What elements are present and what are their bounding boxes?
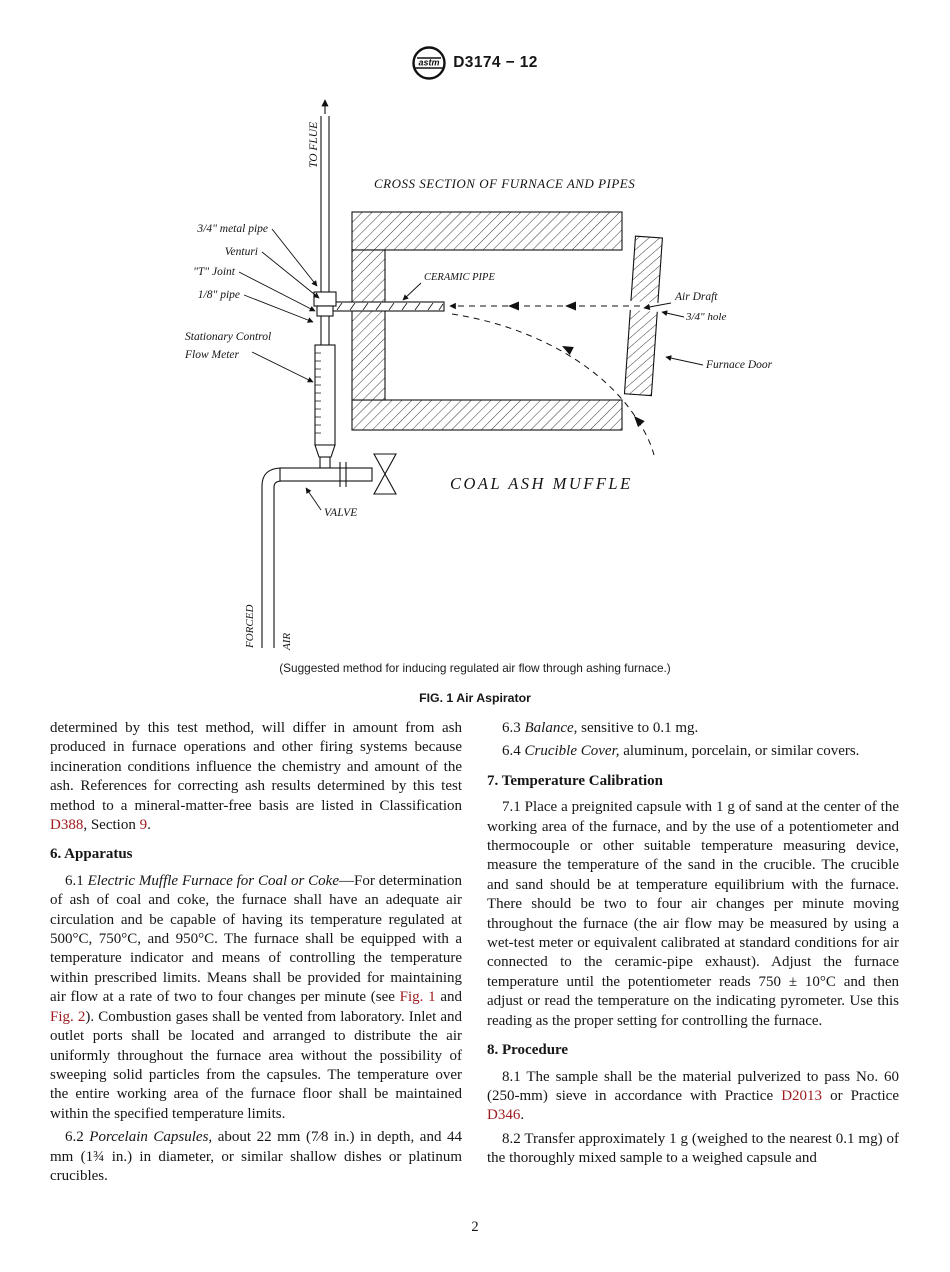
text-run: 8. Procedure bbox=[487, 1042, 569, 1059]
doc-link[interactable]: D2013 bbox=[781, 1087, 823, 1104]
doc-link[interactable]: D388 bbox=[50, 817, 84, 834]
text-run: or Practice bbox=[822, 1087, 899, 1104]
svg-text:astm: astm bbox=[419, 58, 440, 68]
paragraph: 8.2 Transfer approximately 1 g (weighed … bbox=[487, 1130, 899, 1169]
leader-lines bbox=[238, 228, 704, 511]
air-aspirator-figure: TO FLUE CROSS SECTION OF FURNACE AND PIP… bbox=[184, 99, 773, 651]
astm-logo-icon: astm bbox=[412, 46, 446, 80]
text-run: about 22 mm (7⁄8 in.) in depth, and 44 m… bbox=[50, 1129, 462, 1184]
label-coal-ash-muffle: COAL ASH MUFFLE bbox=[450, 474, 633, 493]
furnace-door bbox=[623, 235, 663, 397]
label-air: AIR bbox=[281, 633, 293, 651]
doc-link[interactable]: D346 bbox=[487, 1107, 521, 1124]
label-forced: FORCED bbox=[244, 605, 256, 649]
left-column: determined by this test method, will dif… bbox=[50, 719, 462, 1190]
paragraph: 6.4 Crucible Cover, aluminum, porcelain,… bbox=[487, 742, 899, 761]
figure-note: (Suggested method for inducing regulated… bbox=[279, 661, 671, 675]
airflow-arrowheads bbox=[508, 301, 645, 428]
doc-link[interactable]: Fig. 1 bbox=[399, 989, 436, 1006]
label-cross-section: CROSS SECTION OF FURNACE AND PIPES bbox=[374, 176, 635, 191]
text-run: determined by this test method, will dif… bbox=[50, 720, 462, 814]
text-run: —For determination of ash of coal and co… bbox=[50, 872, 462, 1006]
doc-header: astm D3174 − 12 bbox=[0, 46, 950, 80]
label-air-draft: Air Draft bbox=[674, 291, 718, 303]
doc-number: D3174 − 12 bbox=[453, 54, 538, 71]
paragraph: 8.1 The sample shall be the material pul… bbox=[487, 1068, 899, 1126]
paragraph: 6.3 Balance, sensitive to 0.1 mg. bbox=[487, 719, 899, 738]
text-run: , Section bbox=[83, 817, 140, 834]
label-venturi: Venturi bbox=[225, 246, 258, 258]
flow-meter bbox=[314, 344, 336, 469]
text-run: ). Combustion gases shall be vented from… bbox=[50, 1008, 462, 1122]
text-run: 6. Apparatus bbox=[50, 846, 133, 863]
label-ceramic-pipe: CERAMIC PIPE bbox=[424, 272, 495, 283]
text-run: 6.1 bbox=[65, 872, 88, 889]
label-flow-meter-line2: Flow Meter bbox=[184, 349, 239, 361]
furnace-body bbox=[351, 211, 623, 431]
label-t-joint: "T" Joint bbox=[193, 266, 236, 278]
text-run: . bbox=[147, 817, 151, 834]
label-furnace-door: Furnace Door bbox=[705, 359, 773, 371]
text-run: 8.2 Transfer approximately 1 g (weighed … bbox=[487, 1130, 899, 1167]
text-run: 7. Temperature Calibration bbox=[487, 772, 663, 789]
page-number: 2 bbox=[471, 1219, 479, 1235]
t-joint-venturi bbox=[313, 291, 337, 317]
paragraph: 7.1 Place a preignited capsule with 1 g … bbox=[487, 798, 899, 1031]
section-heading: 7. Temperature Calibration bbox=[487, 772, 899, 791]
paragraph: 6.1 Electric Muffle Furnace for Coal or … bbox=[50, 872, 462, 1124]
right-column: 6.3 Balance, sensitive to 0.1 mg. 6.4 Cru… bbox=[487, 719, 899, 1173]
label-hole: 3/4" hole bbox=[685, 311, 726, 323]
label-valve: VALVE bbox=[324, 507, 357, 519]
label-to-flue: TO FLUE bbox=[308, 122, 320, 168]
text-run: sensitive to 0.1 mg. bbox=[577, 720, 699, 736]
label-eighth-pipe: 1/8" pipe bbox=[198, 289, 240, 301]
doc-link[interactable]: Fig. 2 bbox=[50, 1008, 86, 1025]
ceramic-pipe bbox=[330, 301, 445, 312]
text-run: 6.2 bbox=[65, 1129, 90, 1146]
emphasis-text: Crucible Cover, bbox=[524, 743, 620, 760]
paragraph: 6.2 Porcelain Capsules, about 22 mm (7⁄8… bbox=[50, 1128, 462, 1186]
label-metal-pipe: 3/4" metal pipe bbox=[196, 223, 268, 235]
section-heading: 6. Apparatus bbox=[50, 845, 462, 864]
text-run: 6.3 bbox=[502, 720, 525, 736]
valve-assembly bbox=[261, 453, 397, 648]
text-run: 8.1 The sample shall be the material pul… bbox=[487, 1068, 899, 1104]
emphasis-text: Electric Muffle Furnace for Coal or Coke bbox=[87, 872, 339, 889]
emphasis-text: Balance, bbox=[524, 720, 578, 736]
text-run: . bbox=[520, 1107, 525, 1124]
emphasis-text: Porcelain Capsules, bbox=[89, 1129, 213, 1146]
text-run: 6.4 bbox=[502, 743, 525, 760]
label-flow-meter-line1: Stationary Control bbox=[185, 331, 271, 343]
text-run: and bbox=[435, 989, 462, 1006]
figure-caption: FIG. 1 Air Aspirator bbox=[419, 691, 531, 705]
text-run: 7.1 Place a preignited capsule with 1 g … bbox=[487, 799, 899, 1029]
doc-link[interactable]: 9 bbox=[139, 817, 148, 834]
section-heading: 8. Procedure bbox=[487, 1041, 899, 1060]
paragraph: determined by this test method, will dif… bbox=[50, 719, 462, 835]
text-run: aluminum, porcelain, or similar covers. bbox=[619, 743, 860, 760]
airflow-dashes bbox=[449, 302, 672, 456]
